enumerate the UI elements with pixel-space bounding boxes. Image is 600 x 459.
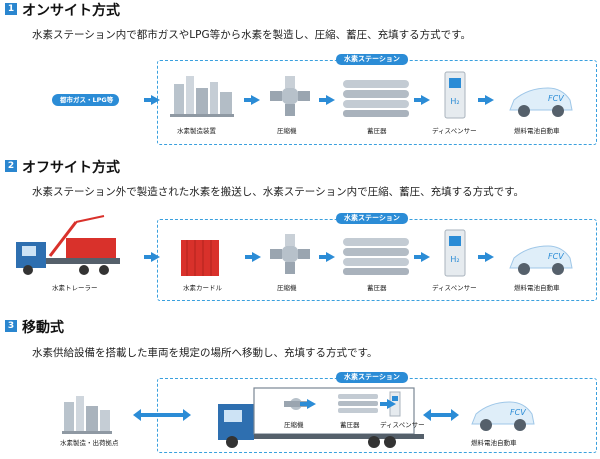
- caption-hydrogen-curdle: 水素カードル: [183, 284, 222, 292]
- accumulator-icon: [343, 80, 409, 117]
- fuel-cell-vehicle-icon: FCV: [509, 87, 573, 117]
- station-label-onsite: 水素ステーション: [336, 54, 408, 65]
- caption-fuel-cell-vehicle: 燃料電池自動車: [514, 284, 560, 292]
- section-description-offsite: 水素ステーション外で製造された水素を搬送し、水素ステーション内で圧縮、蓄圧、充填…: [32, 186, 525, 198]
- dispenser-icon: H₂: [444, 229, 466, 277]
- flow-arrow: [478, 95, 494, 105]
- station-label-mobile: 水素ステーション: [336, 372, 408, 383]
- caption-fuel-cell-vehicle: 燃料電池自動車: [471, 439, 517, 447]
- source-label-city-gas: 都市ガス・LPG等: [52, 94, 120, 106]
- fuel-cell-vehicle-icon: FCV: [471, 401, 535, 431]
- caption-dispenser: ディスペンサー: [380, 421, 425, 429]
- section-description-mobile: 水素供給設備を搭載した車両を規定の場所へ移動し、充填する方式です。: [32, 347, 378, 359]
- caption-compressor: 圧縮機: [277, 284, 297, 292]
- station-label-offsite: 水素ステーション: [336, 213, 408, 224]
- caption-accumulator: 蓄圧器: [367, 127, 387, 135]
- fcv-text: FCV: [548, 252, 564, 261]
- fcv-text: FCV: [510, 408, 526, 417]
- caption-accumulator: 蓄圧器: [367, 284, 387, 292]
- section-title-onsite: オンサイト方式: [22, 3, 120, 19]
- accumulator-icon: [343, 238, 409, 275]
- flow-arrow: [380, 399, 396, 409]
- caption-compressor: 圧縮機: [277, 127, 297, 135]
- flow-arrow: [144, 95, 160, 105]
- compressor-icon: [270, 76, 310, 116]
- section-number-3: 3: [5, 320, 17, 332]
- flow-arrow: [478, 252, 494, 262]
- caption-hydrogen-production-site: 水素製造・出荷拠点: [60, 439, 119, 447]
- caption-dispenser: ディスペンサー: [432, 127, 477, 135]
- bidirectional-arrow: [133, 409, 191, 421]
- dispenser-icon: H₂: [444, 71, 466, 119]
- hydrogen-production-site-icon: [62, 396, 112, 434]
- bidirectional-arrow: [423, 409, 459, 421]
- caption-dispenser: ディスペンサー: [432, 284, 477, 292]
- flow-arrow: [244, 95, 260, 105]
- section-description-onsite: 水素ステーション内で都市ガスやLPG等から水素を製造し、圧縮、蓄圧、充填する方式…: [32, 29, 472, 41]
- section-title-mobile: 移動式: [22, 320, 64, 336]
- fcv-text: FCV: [548, 94, 564, 103]
- hydrogen-production-unit-icon: [170, 76, 234, 117]
- section-title-offsite: オフサイト方式: [22, 160, 120, 176]
- caption-compressor: 圧縮機: [284, 421, 304, 429]
- flow-arrow: [414, 95, 430, 105]
- flow-arrow: [245, 252, 261, 262]
- dispenser-h2-text: H₂: [450, 255, 459, 264]
- section-number-2: 2: [5, 160, 17, 172]
- caption-accumulator: 蓄圧器: [340, 421, 360, 429]
- flow-arrow: [319, 252, 335, 262]
- caption-hydrogen-production-unit: 水素製造装置: [177, 127, 216, 135]
- section-number-1: 1: [5, 3, 17, 15]
- flow-arrow: [414, 252, 430, 262]
- hydrogen-curdle-icon: [181, 240, 219, 276]
- flow-arrow: [300, 399, 316, 409]
- flow-arrow: [144, 252, 160, 262]
- dispenser-h2-text: H₂: [450, 97, 459, 106]
- mobile-station-truck-icon: [218, 387, 424, 448]
- compressor-icon: [270, 234, 310, 274]
- caption-hydrogen-trailer: 水素トレーラー: [52, 284, 98, 292]
- fuel-cell-vehicle-icon: FCV: [509, 245, 573, 275]
- flow-arrow: [319, 95, 335, 105]
- caption-fuel-cell-vehicle: 燃料電池自動車: [514, 127, 560, 135]
- hydrogen-trailer-icon: [16, 215, 120, 275]
